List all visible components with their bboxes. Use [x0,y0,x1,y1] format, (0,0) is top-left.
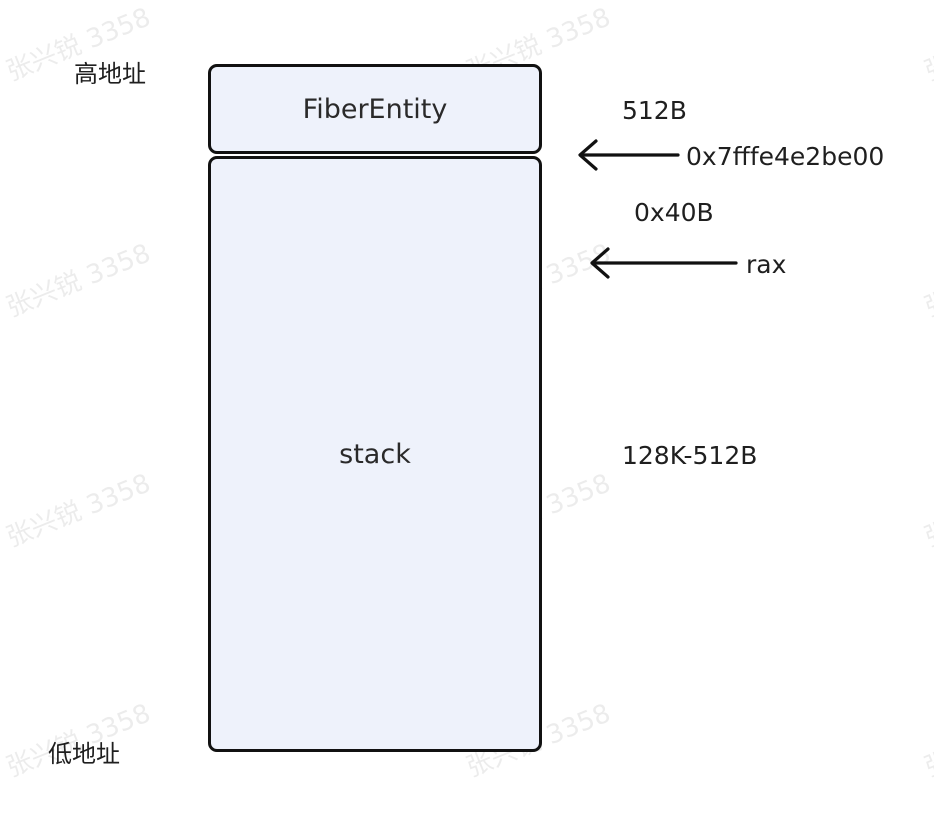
watermark: 张兴锐 3358 [920,468,934,554]
fiber-entity-label: FiberEntity [302,93,448,125]
boundary-address-label: 0x7fffe4e2be00 [686,142,885,171]
watermark: 张兴锐 3358 [920,698,934,784]
stack-block: stack [208,156,542,752]
watermark: 张兴锐 3358 [2,238,155,324]
stack-size-label: 128K-512B [622,441,758,470]
rax-arrow-icon [590,247,738,279]
fiber-size-label: 512B [622,96,687,125]
rax-label: rax [746,250,787,279]
watermark: 张兴锐 3358 [920,2,934,88]
watermark: 张兴锐 3358 [2,468,155,554]
fiber-entity-block: FiberEntity [208,64,542,154]
watermark: 张兴锐 3358 [920,238,934,324]
low-address-label: 低地址 [48,740,120,768]
boundary-arrow-icon [578,139,680,171]
stack-label: stack [339,438,411,470]
offset-label: 0x40B [634,198,714,227]
high-address-label: 高地址 [74,60,146,88]
